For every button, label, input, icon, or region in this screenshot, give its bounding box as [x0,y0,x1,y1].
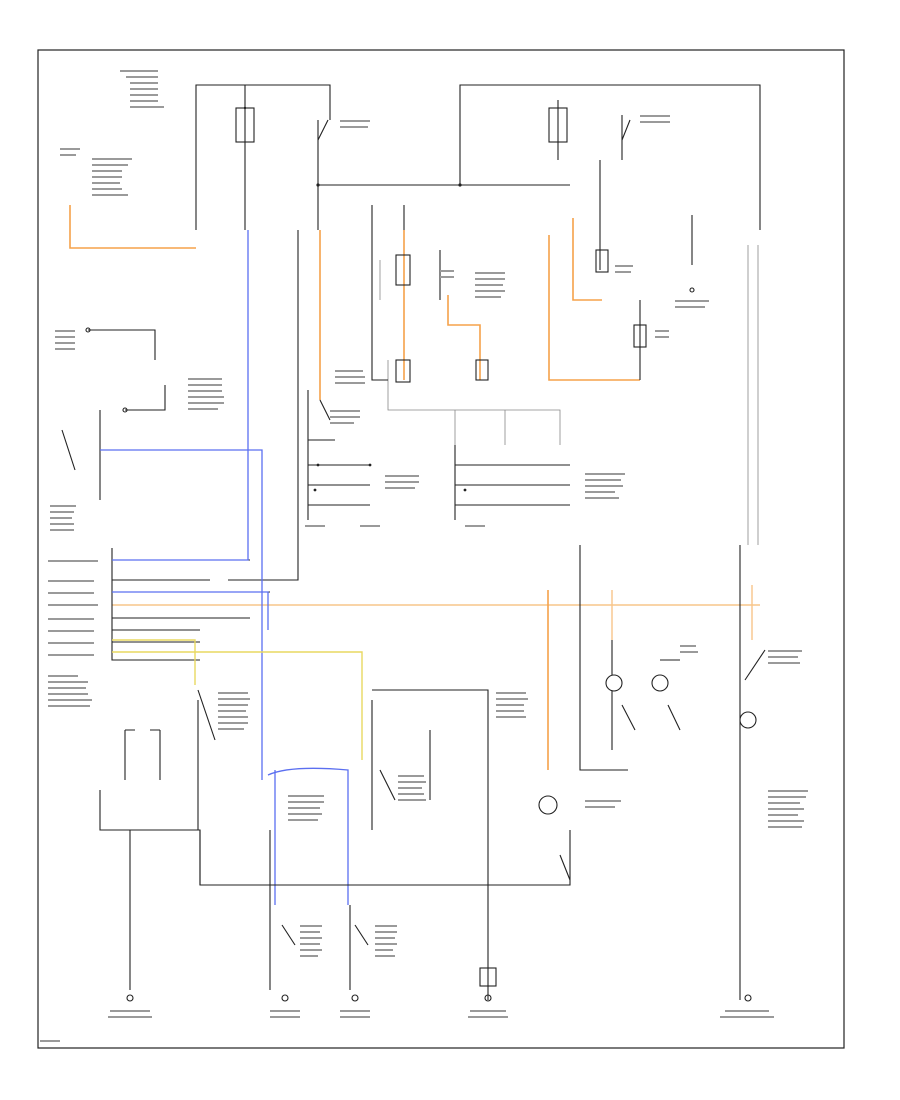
lamp-compartment [538,795,558,815]
top-feed-wiring [195,84,761,265]
orange-wiring [69,205,760,770]
lamp-left [605,674,623,692]
center-components [371,230,695,383]
yellow-wiring [112,639,363,760]
lamps [538,674,757,815]
blue-wiring [100,230,349,905]
illegible-labels [40,70,808,1042]
lamp-right [651,674,669,692]
left-relay [235,106,329,143]
lower-wiring [99,545,766,1000]
bottom-terminals [126,488,752,1002]
left-switches [61,327,166,500]
right-relay [548,107,631,143]
gray-bus-wiring [379,245,759,545]
diagram-frame [37,49,845,1049]
center-switch-rows [307,390,570,520]
lamp-rear [739,711,757,729]
junction-block-left [111,230,299,661]
